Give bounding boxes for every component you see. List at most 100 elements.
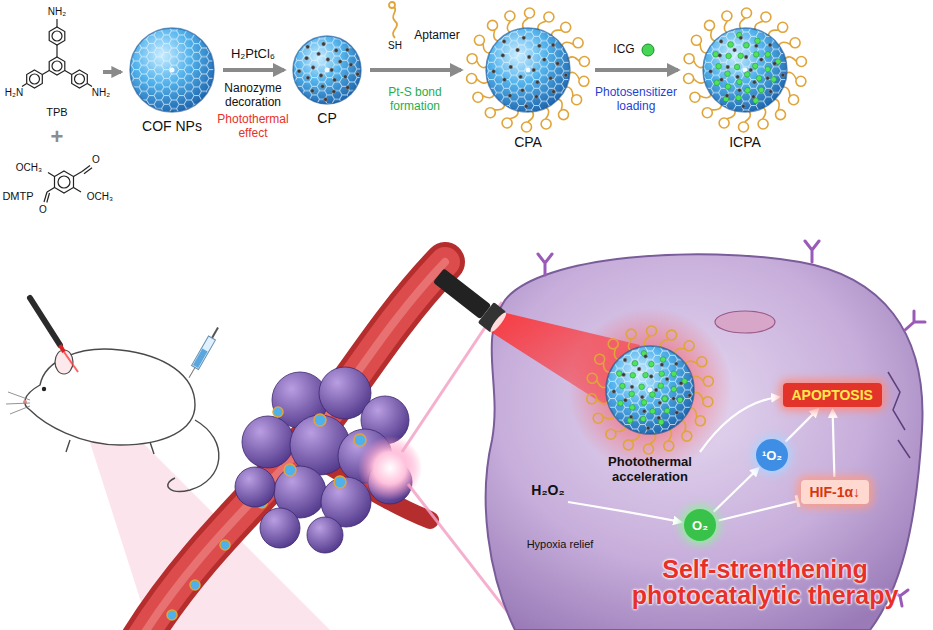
annotation-label: O [36,204,50,216]
membrane-cracks [888,372,910,458]
outcome-box: APOPTOSIS [783,383,882,407]
nanoparticle-part [771,77,777,83]
connector-arrow [714,468,759,512]
illustration-part [393,7,397,38]
nanoparticle-part [561,22,571,32]
nanoparticle-part [522,122,532,132]
annotation-label: Nanozyme decoration [220,82,286,110]
illustration-part [354,434,366,446]
nanoparticle-part [778,22,788,32]
nanoparticle-part [796,76,806,86]
nanoparticle-part [541,119,551,129]
illustration-part [220,540,230,550]
nanoparticle-illustration [464,6,592,134]
node-label: ¹O₂ [762,448,782,463]
connector-arrow [833,410,835,477]
nanoparticle-part [758,119,768,129]
illustration-part [314,414,326,426]
illustration-part [55,171,74,193]
nanoparticle-part [739,36,743,40]
illustration-part [49,57,65,75]
nanoparticle-part [671,386,677,392]
node-label: O₂ [692,518,708,533]
nanoparticle-part [527,55,531,59]
connector-arrow [719,501,798,520]
illustration-part [433,268,491,319]
annotation-label: Pt-S bond formation [373,86,457,114]
syringe [186,326,222,380]
nanoparticle-part [474,35,484,45]
annotation-label: NH₂ [42,6,72,18]
nanoparticle-part [759,58,763,62]
nanoparticle-part [606,346,694,434]
nanoparticle-part [502,40,506,44]
nanoparticle-part [587,373,597,383]
nanoparticle-part [744,43,750,49]
nanoparticle-part [525,8,535,18]
nanoparticle-part [684,341,694,351]
nanoparticle-part [719,40,723,44]
illustration-part [6,392,30,414]
nanoparticle-part [691,35,701,45]
nanoparticle-part [516,48,520,52]
annotation-label: SH [383,40,407,52]
nanoparticle-part [486,28,570,112]
illustration-part [192,336,216,369]
illustration-part [25,349,195,445]
nanoparticle-part [662,396,668,402]
nanoparticle-part [725,94,729,98]
mouse [6,349,219,491]
icg-dot [642,44,654,56]
nanoparticle-part [595,354,605,364]
nanoparticle-part [695,416,705,426]
nanoparticle-illustration [681,6,809,134]
nanoparticle-part [579,76,589,86]
nanoparticle-part [703,397,713,407]
nanoparticle-part [738,53,744,59]
laser-pointer [30,298,78,372]
nanoparticle-part [629,391,635,397]
nanoparticle-part [737,79,743,85]
nanoparticle-part [637,367,641,371]
illustration-part [56,45,57,57]
nanoparticle-part [650,392,656,398]
nanoparticle-part [716,63,722,69]
nanoparticle-part [759,87,765,93]
nanoparticle-part [629,415,633,419]
illustration-part [52,61,62,71]
nanoparticle-part [293,36,361,104]
nanoparticle-part [467,54,477,64]
nanoparticle-part [709,70,713,74]
nanoparticle-part [130,28,214,112]
nanoparticle-part [646,426,650,430]
illustration-part [47,188,55,193]
nanoparticle-part [752,95,756,99]
mitochondrion [715,311,775,333]
nanoparticle-part [522,36,526,40]
illustration-part [168,420,219,491]
nanoparticle-part [745,88,751,94]
nanoparticle-part [486,28,570,112]
nanoparticle-part [654,388,658,392]
nanoparticle-part [705,20,715,30]
annotation-label: OCH₃ [9,162,49,174]
nanoparticle-part [501,54,505,58]
nanoparticle-part [532,68,536,72]
illustration-part [538,254,552,275]
nanoparticle-part [632,361,638,367]
nanoparticle-part [630,385,634,389]
illustration-part [273,407,283,417]
nanoparticle-part [765,66,771,72]
nanoparticle-part [761,12,771,22]
illustration-part [284,464,296,476]
nanoparticle-part [317,52,321,56]
illustration-part [140,262,445,630]
nanoparticle-part [725,71,731,77]
nanoparticle-part [488,20,498,30]
nanoparticle-part [620,383,626,389]
oxygen-arrow [568,502,681,522]
outcome-box: HIF-1α↓ [801,480,870,504]
node-label: APOPTOSIS [792,387,873,403]
nanoparticle-node: CP [287,30,367,126]
